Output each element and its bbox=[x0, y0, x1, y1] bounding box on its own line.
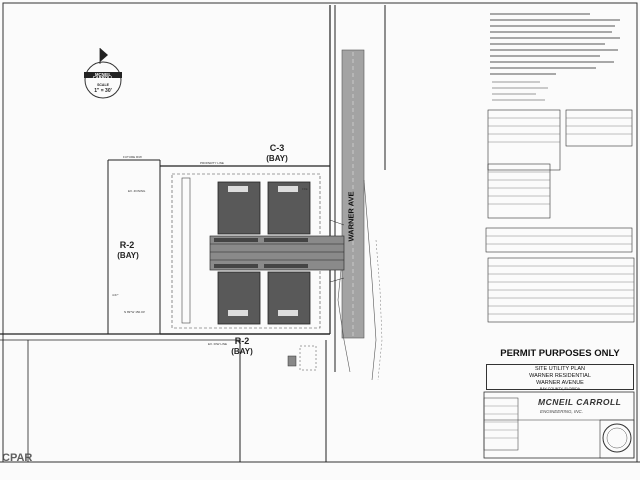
svg-text:4.67': 4.67' bbox=[112, 293, 119, 297]
engineer-seal bbox=[602, 423, 632, 453]
zone-label-c3-sub: (BAY) bbox=[266, 154, 288, 163]
zone-label-r2-bottom-sub: (BAY) bbox=[231, 347, 253, 356]
building-pad-4 bbox=[267, 271, 311, 325]
svg-text:FUTURE R/W: FUTURE R/W bbox=[123, 155, 142, 159]
svg-text:PROPERTY LINE: PROPERTY LINE bbox=[200, 161, 224, 165]
edge-of-pavement bbox=[363, 179, 377, 381]
plan-title: SITE UTILITY PLAN bbox=[534, 366, 586, 372]
scale-label: SCALE bbox=[97, 83, 109, 87]
logo-line1: MCNEIL bbox=[94, 72, 112, 77]
watermark: CPAR bbox=[2, 452, 33, 464]
street-label: WARNER AVE bbox=[346, 191, 356, 242]
svg-text:EX. ZONING: EX. ZONING bbox=[128, 189, 146, 193]
parking-strip bbox=[181, 177, 191, 324]
zone-label-r2-bottom: R-2 bbox=[234, 336, 250, 346]
logo-line2: CARROLL bbox=[92, 75, 114, 80]
building-pad-3 bbox=[217, 271, 261, 325]
svg-text:FFE: FFE bbox=[302, 187, 308, 191]
scale-value: 1" = 30' bbox=[94, 88, 112, 94]
project-county: BAY COUNTY, FLORIDA bbox=[539, 387, 581, 391]
project-location: WARNER AVENUE bbox=[536, 380, 584, 386]
zone-label-r2-left-sub: (BAY) bbox=[117, 251, 139, 260]
scale-emblem bbox=[84, 48, 122, 99]
firm-subname: ENGINEERING, INC. bbox=[540, 409, 584, 414]
zone-label-r2-left: R-2 bbox=[119, 240, 135, 250]
svg-text:EX. R/W LINE: EX. R/W LINE bbox=[208, 342, 227, 346]
permit-banner: PERMIT PURPOSES ONLY bbox=[500, 348, 620, 359]
zone-label-c3: C-3 bbox=[269, 143, 285, 153]
project-name: WARNER RESIDENTIAL bbox=[529, 373, 591, 379]
plan-title-block: SITE UTILITY PLAN WARNER RESIDENTIAL WAR… bbox=[486, 364, 634, 391]
svg-text:N 89°W 150.00': N 89°W 150.00' bbox=[124, 310, 145, 314]
firm-name: MCNEIL CARROLL bbox=[538, 397, 622, 407]
